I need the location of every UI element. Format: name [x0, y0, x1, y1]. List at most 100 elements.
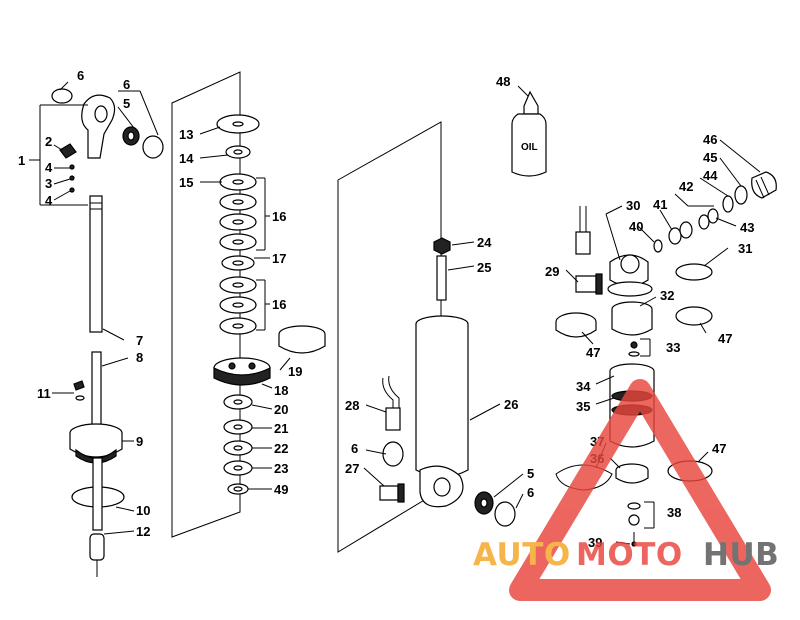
callout-16: 16 [272, 209, 286, 224]
shim-hole [232, 260, 244, 266]
callout-labels: 6 6 5 2 1 4 3 4 7 8 11 9 10 12 13 14 15 … [18, 68, 754, 550]
callout-23: 23 [274, 461, 288, 476]
piston-body [69, 433, 123, 458]
shim-hole [232, 282, 244, 288]
reservoir-eye-hole [433, 477, 451, 497]
piston-base [75, 448, 117, 464]
shaft-assembly [29, 81, 164, 577]
callout-21: 21 [274, 421, 288, 436]
callout-34: 34 [576, 379, 591, 394]
spring-part [722, 195, 734, 213]
watermark-word-auto: AUTO [473, 537, 571, 573]
shim-hole [232, 199, 244, 205]
adjuster-knob-part [751, 171, 777, 199]
valve-part [627, 502, 641, 510]
elbow-nut [595, 273, 603, 295]
o-ring-part [382, 441, 404, 467]
washer-part [707, 208, 719, 224]
callout-4: 4 [45, 193, 53, 208]
callout-38: 38 [667, 505, 681, 520]
shaft-part [89, 195, 103, 333]
callout-6: 6 [351, 441, 358, 456]
hose-fitting-part [385, 407, 401, 431]
hose-fitting-part [575, 231, 591, 255]
ball-part [69, 187, 75, 193]
callout-26: 26 [504, 397, 518, 412]
washer-hole [233, 149, 243, 155]
callout-13: 13 [179, 127, 193, 142]
callout-22: 22 [274, 441, 288, 456]
callout-41: 41 [653, 197, 667, 212]
callout-18: 18 [274, 383, 288, 398]
oil-bottle-part [511, 85, 547, 177]
washer-part [668, 227, 682, 245]
end-cap-body [615, 470, 649, 484]
nut-part [433, 237, 451, 255]
hose-part [388, 375, 400, 410]
seal-ring-body [555, 322, 597, 338]
reservoir-assembly [337, 121, 524, 553]
callout-40: 40 [629, 219, 643, 234]
callout-47: 47 [712, 441, 726, 456]
callout-45: 45 [703, 150, 717, 165]
callout-19: 19 [288, 364, 302, 379]
panel-outline [171, 71, 241, 538]
callout-32: 32 [660, 288, 674, 303]
callout-6: 6 [123, 77, 130, 92]
callout-24: 24 [477, 235, 492, 250]
eye-hole [94, 105, 108, 123]
elbow-fitting-part [575, 275, 597, 293]
o-ring-part [653, 239, 663, 253]
o-ring-part [494, 501, 516, 527]
o-ring-part [675, 263, 713, 281]
callout-1: 1 [18, 153, 25, 168]
elbow-fitting-part [379, 485, 399, 501]
valve-core-part [436, 255, 447, 301]
shim-hole [232, 179, 244, 185]
callout-8: 8 [136, 350, 143, 365]
bushing-hole [480, 498, 488, 508]
bottle-body [511, 113, 547, 177]
callout-7: 7 [136, 333, 143, 348]
callout-20: 20 [274, 402, 288, 417]
callout-5: 5 [527, 466, 534, 481]
shim-hole [232, 219, 244, 225]
callout-42: 42 [679, 179, 693, 194]
shim-hole [232, 239, 244, 245]
o-ring-part [142, 135, 164, 159]
callout-6: 6 [527, 485, 534, 500]
callout-47: 47 [718, 331, 732, 346]
piston-body [213, 367, 271, 386]
callout-10: 10 [136, 503, 150, 518]
callout-15: 15 [179, 175, 193, 190]
callout-12: 12 [136, 524, 150, 539]
shim-hole [232, 323, 244, 329]
callout-3: 3 [45, 176, 52, 191]
washer-part [679, 221, 693, 239]
watermark-word-hub: HUB [703, 537, 779, 573]
callout-39: 39 [588, 535, 602, 550]
callout-43: 43 [740, 220, 754, 235]
callout-46: 46 [703, 132, 717, 147]
o-ring-part [675, 306, 713, 326]
callout-17: 17 [272, 251, 286, 266]
screw-part [630, 341, 638, 349]
ball-part [69, 175, 75, 181]
watermark-triangle [509, 379, 771, 601]
o-ring-part [734, 185, 748, 205]
callout-5: 5 [123, 96, 130, 111]
shim-hole [232, 302, 244, 308]
oil-bottle-label: OIL [521, 142, 538, 153]
callout-28: 28 [345, 398, 359, 413]
washer-part [698, 214, 710, 230]
callout-30: 30 [626, 198, 640, 213]
piston-body [611, 309, 653, 336]
end-fitting-part [89, 533, 105, 561]
o-ring-part [51, 88, 73, 104]
hose-part [382, 377, 394, 410]
callout-35: 35 [576, 399, 590, 414]
callout-27: 27 [345, 461, 359, 476]
callout-16: 16 [272, 297, 286, 312]
callout-4: 4 [45, 160, 53, 175]
